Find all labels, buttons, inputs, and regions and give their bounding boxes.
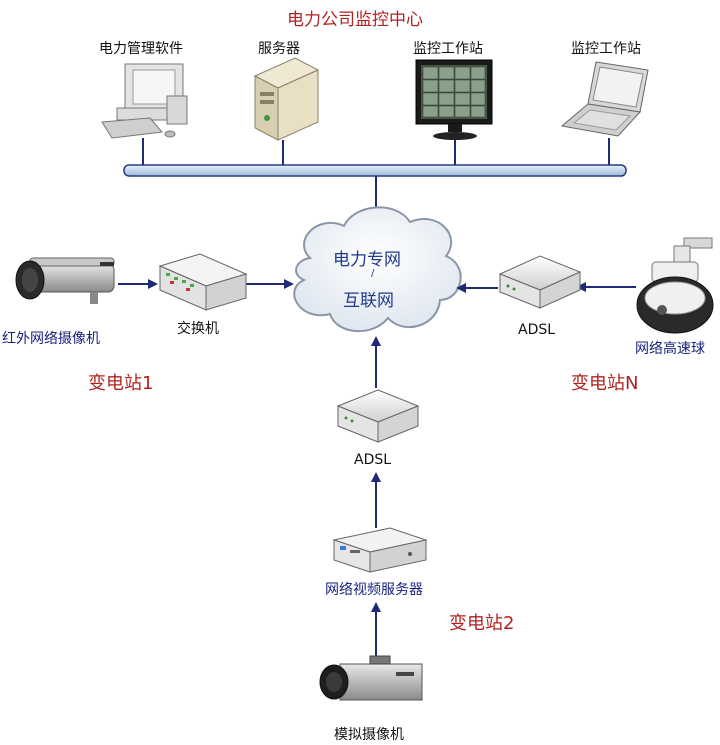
device-label-switch: 交换机 <box>177 321 219 337</box>
desktop-computer-icon <box>101 63 188 139</box>
cloud-label-line2: 互联网 <box>343 291 394 311</box>
monitor-workstation-icon <box>415 59 493 140</box>
ir-network-camera-icon <box>15 257 115 304</box>
device-label-dome-camera: 网络高速球 <box>635 341 705 357</box>
analog-camera-icon <box>319 655 423 701</box>
device-label-adsl-2: ADSL <box>354 452 392 468</box>
server-tower-icon <box>253 57 320 141</box>
station-label-2: 变电站2 <box>449 613 515 634</box>
page-title: 电力公司监控中心 <box>287 10 423 30</box>
device-label-power-software: 电力管理软件 <box>99 41 183 57</box>
network-cloud <box>293 206 462 332</box>
network-switch-icon <box>158 253 248 311</box>
cloud-label-line1: 电力专网 <box>333 250 401 270</box>
laptop-icon <box>560 61 649 137</box>
adsl-modem-icon <box>336 389 420 443</box>
video-server-icon <box>332 527 428 573</box>
device-label-adsl-n: ADSL <box>518 322 556 338</box>
device-label-video-server: 网络视频服务器 <box>325 582 423 598</box>
network-bus <box>123 164 627 177</box>
device-label-server: 服务器 <box>258 41 300 57</box>
ptz-dome-camera-icon <box>636 237 714 334</box>
connection-arrows <box>118 279 636 658</box>
station-label-n: 变电站N <box>571 373 639 394</box>
device-label-workstation-2: 监控工作站 <box>571 41 641 57</box>
adsl-modem-icon <box>498 255 582 309</box>
device-label-workstation-1: 监控工作站 <box>413 41 483 57</box>
station-label-1: 变电站1 <box>88 373 154 394</box>
cloud-label-separator: / <box>371 268 375 279</box>
device-label-analog-camera: 模拟摄像机 <box>334 727 404 743</box>
device-label-ir-camera: 红外网络摄像机 <box>2 331 100 347</box>
